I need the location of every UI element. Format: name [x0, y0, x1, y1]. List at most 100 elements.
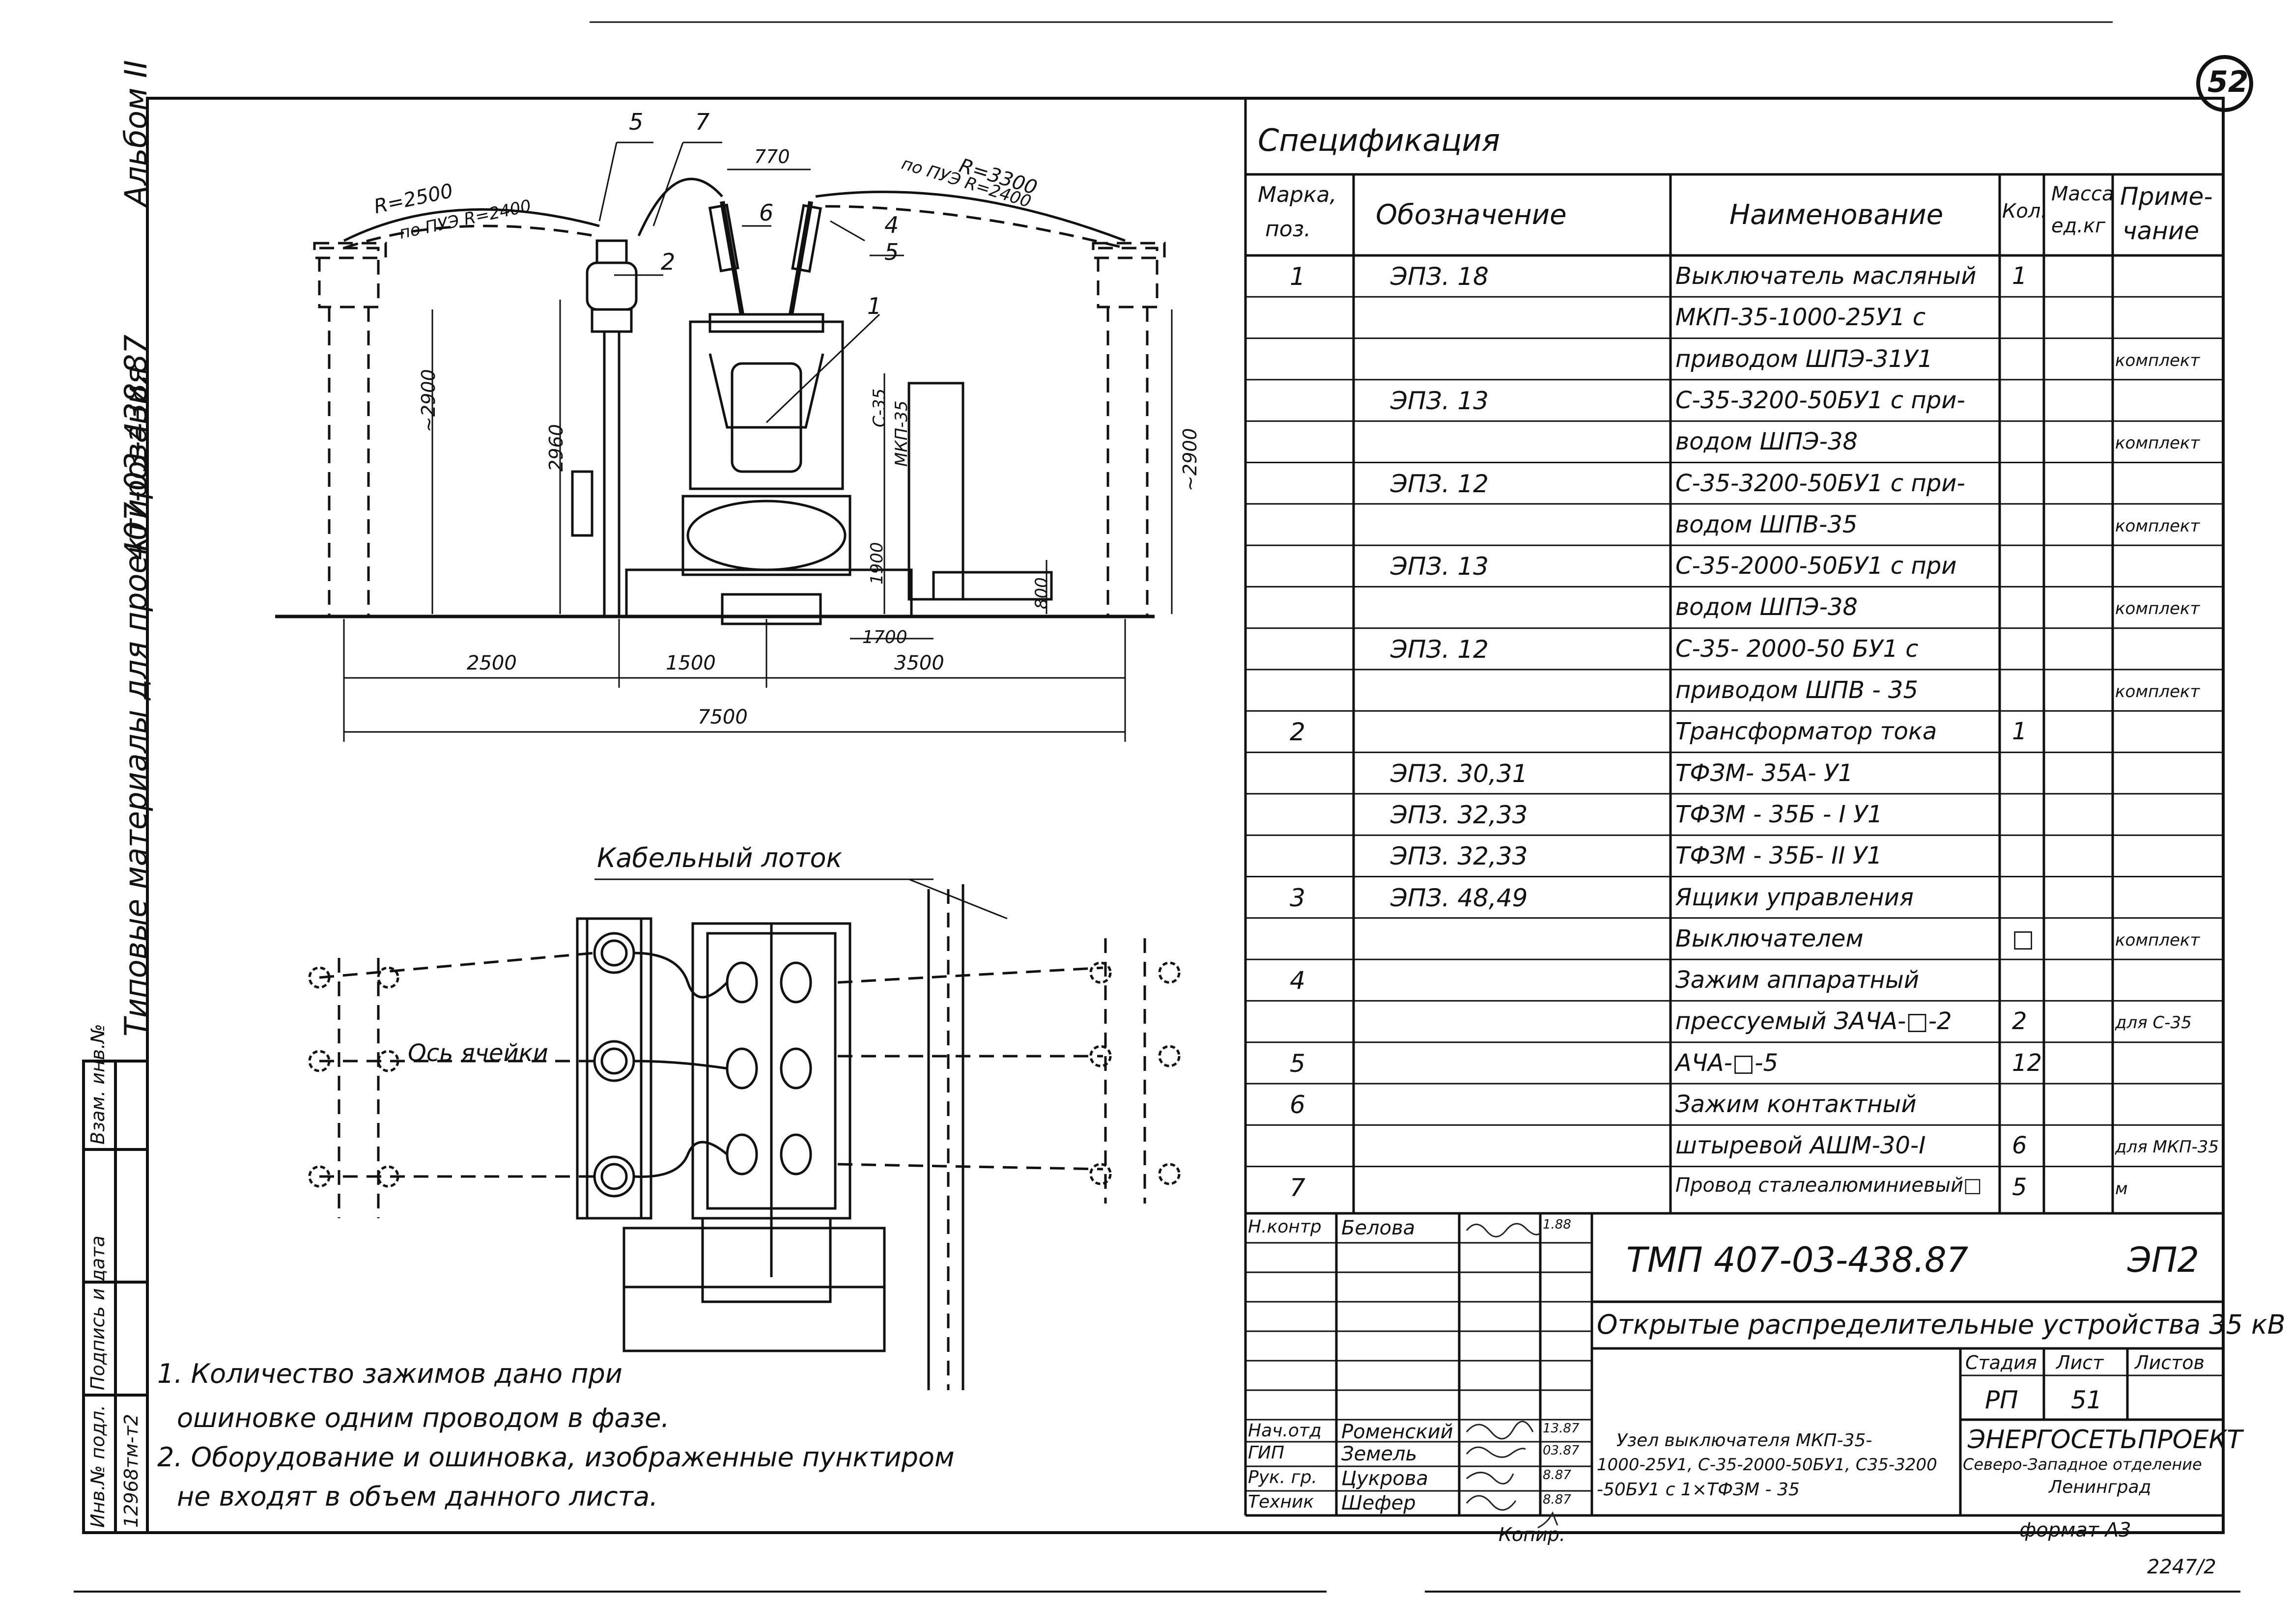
callout-6: 6	[759, 199, 774, 226]
margin-sign-label: Подпись и дата	[87, 1235, 109, 1390]
tb-node-3: -50БУ1 с 1×ТФЗМ - 35	[1597, 1480, 1800, 1500]
callout-7: 7	[695, 109, 710, 135]
tb-org-2: Северо-Западное отделение	[1963, 1455, 2202, 1474]
dim-800: 800	[1032, 577, 1051, 609]
tb-stage-label: Стадия	[1965, 1352, 2037, 1373]
dim-1900: 1900	[867, 542, 887, 585]
spec-name: приводом ШПЭ-31У1	[1675, 345, 1933, 373]
spec-designation: ЭПЗ. 13	[1390, 386, 1489, 415]
dim-770: 770	[754, 146, 790, 168]
spec-mark: 3	[1290, 883, 1305, 912]
spec-name: С-35-2000-50БУ1 с при	[1675, 552, 1957, 580]
spec-title: Спецификация	[1258, 122, 1500, 158]
dim-2500: 2500	[467, 652, 517, 674]
margin-swap-label: Взам. инв.№	[87, 1024, 109, 1145]
spec-designation: ЭПЗ. 48,49	[1390, 883, 1528, 912]
callout-5b: 5	[884, 239, 899, 265]
tb-stage: РП	[1985, 1386, 2018, 1414]
tb-doc: ЭП2	[2127, 1240, 2200, 1280]
right-portal-dashed	[1092, 242, 1166, 616]
tb-org-3: Ленинград	[2049, 1477, 2151, 1497]
tb-role: Техник	[1248, 1492, 1314, 1512]
spec-mark: 4	[1290, 966, 1305, 995]
spec-mark: 2	[1290, 718, 1305, 747]
tb-name: Земель	[1341, 1443, 1417, 1465]
dim-2900-right: ~2900	[1179, 428, 1201, 491]
tb-node-2: 1000-25У1, С-35-2000-50БУ1, С35-3200	[1597, 1455, 1937, 1475]
current-transformer-2	[571, 239, 638, 616]
spec-note: комплект	[2115, 599, 2200, 619]
tb-node-1: Узел выключателя МКП-35-	[1616, 1430, 1872, 1451]
sheet-frame	[146, 97, 2225, 1534]
callout-4: 4	[884, 212, 899, 238]
tb-org-1: ЭНЕРГОСЕТЬПРОЕКТ	[1968, 1425, 2243, 1455]
spec-note: комплект	[2115, 682, 2200, 701]
note-1-line-2: ошиновке одним проводом в фазе.	[177, 1402, 670, 1433]
spec-name: ТФЗМ- 35А- У1	[1675, 759, 1853, 787]
title-block-grid	[1244, 1213, 2223, 1517]
callout-2: 2	[661, 249, 676, 275]
spec-designation: ЭПЗ. 13	[1390, 552, 1489, 581]
spec-name: водом ШПВ-35	[1675, 510, 1858, 538]
oil-breaker-1	[681, 201, 851, 576]
dim-3500: 3500	[894, 652, 944, 674]
spec-header-note-1: Приме-	[2120, 182, 2213, 211]
label-c35: С-35	[870, 388, 889, 427]
spec-designation: ЭПЗ. 12	[1390, 469, 1489, 498]
spec-qty: 1	[2012, 262, 2027, 290]
spec-designation: ЭПЗ. 30,31	[1390, 759, 1528, 788]
tb-code: ТМП 407-03-438.87	[1626, 1240, 1969, 1280]
spec-designation: ЭПЗ. 32,33	[1390, 842, 1528, 871]
spec-name: ТФЗМ - 35Б- II У1	[1675, 842, 1882, 870]
tb-sheet-label: Лист	[2056, 1352, 2104, 1373]
spec-name: Ящики управления	[1675, 883, 1914, 911]
spec-note: комплект	[2115, 350, 2200, 370]
label-mkp35: МКП-35	[892, 400, 911, 467]
spec-note: комплект	[2115, 930, 2200, 950]
tb-format: формат А3	[2019, 1519, 2131, 1541]
tb-archive: 2247/2	[2147, 1556, 2216, 1578]
spec-mark: 1	[1290, 262, 1305, 291]
sheet-number-circle	[2196, 55, 2253, 112]
spec-designation: ЭПЗ. 32,33	[1390, 800, 1528, 829]
tb-date: 13.87	[1543, 1421, 1580, 1436]
spec-qty: □	[2012, 924, 2035, 952]
tb-date: 8.87	[1543, 1468, 1571, 1483]
spec-qty: 5	[2012, 1173, 2027, 1201]
spec-designation: ЭПЗ. 18	[1390, 262, 1489, 291]
dim-2960: 2960	[545, 424, 567, 472]
spec-mark: 7	[1290, 1173, 1305, 1202]
spec-mark: 5	[1290, 1049, 1305, 1078]
spec-name: Зажим аппаратный	[1675, 966, 1920, 994]
tb-date: 1.88	[1543, 1217, 1571, 1232]
spec-designation: ЭПЗ. 12	[1390, 635, 1489, 664]
spec-header-mark-2: поз.	[1265, 217, 1311, 242]
callout-5a: 5	[629, 109, 644, 135]
signatures	[1466, 1223, 1558, 1529]
spec-header-mass-2: ед.кг	[2051, 215, 2106, 237]
spec-name: прессуемый ЗАЧА-□-2	[1675, 1008, 1952, 1036]
dim-1700: 1700	[862, 627, 907, 647]
cell-axis-label: Ось ячейки	[408, 1039, 548, 1067]
spec-name: С-35-3200-50БУ1 с при-	[1675, 386, 1965, 414]
spec-header-note-2: чание	[2122, 217, 2200, 245]
spec-name: ТФЗМ - 35Б - I У1	[1675, 800, 1883, 828]
tb-name: Шефер	[1341, 1492, 1416, 1514]
tb-role: Нач.отд	[1248, 1421, 1322, 1441]
spec-header-name: Наименование	[1729, 199, 1944, 231]
spec-name: штыревой АШМ-30-I	[1675, 1132, 1926, 1160]
spec-qty: 12	[2012, 1049, 2042, 1077]
tb-copy: Копир.	[1499, 1524, 1565, 1545]
spec-note: комплект	[2115, 433, 2200, 453]
tb-sheets-label: Листов	[2135, 1352, 2205, 1373]
spec-qty: 1	[2012, 718, 2027, 746]
tb-name: Цукрова	[1341, 1467, 1428, 1490]
spec-qty: 6	[2012, 1132, 2027, 1160]
spec-header-mark-1: Марка,	[1258, 182, 1337, 207]
tb-role: Н.контр	[1248, 1217, 1322, 1237]
album-label: Альбом II	[118, 60, 154, 206]
spec-table-grid	[1244, 98, 2223, 1215]
spec-name: водом ШПЭ-38	[1675, 593, 1858, 621]
